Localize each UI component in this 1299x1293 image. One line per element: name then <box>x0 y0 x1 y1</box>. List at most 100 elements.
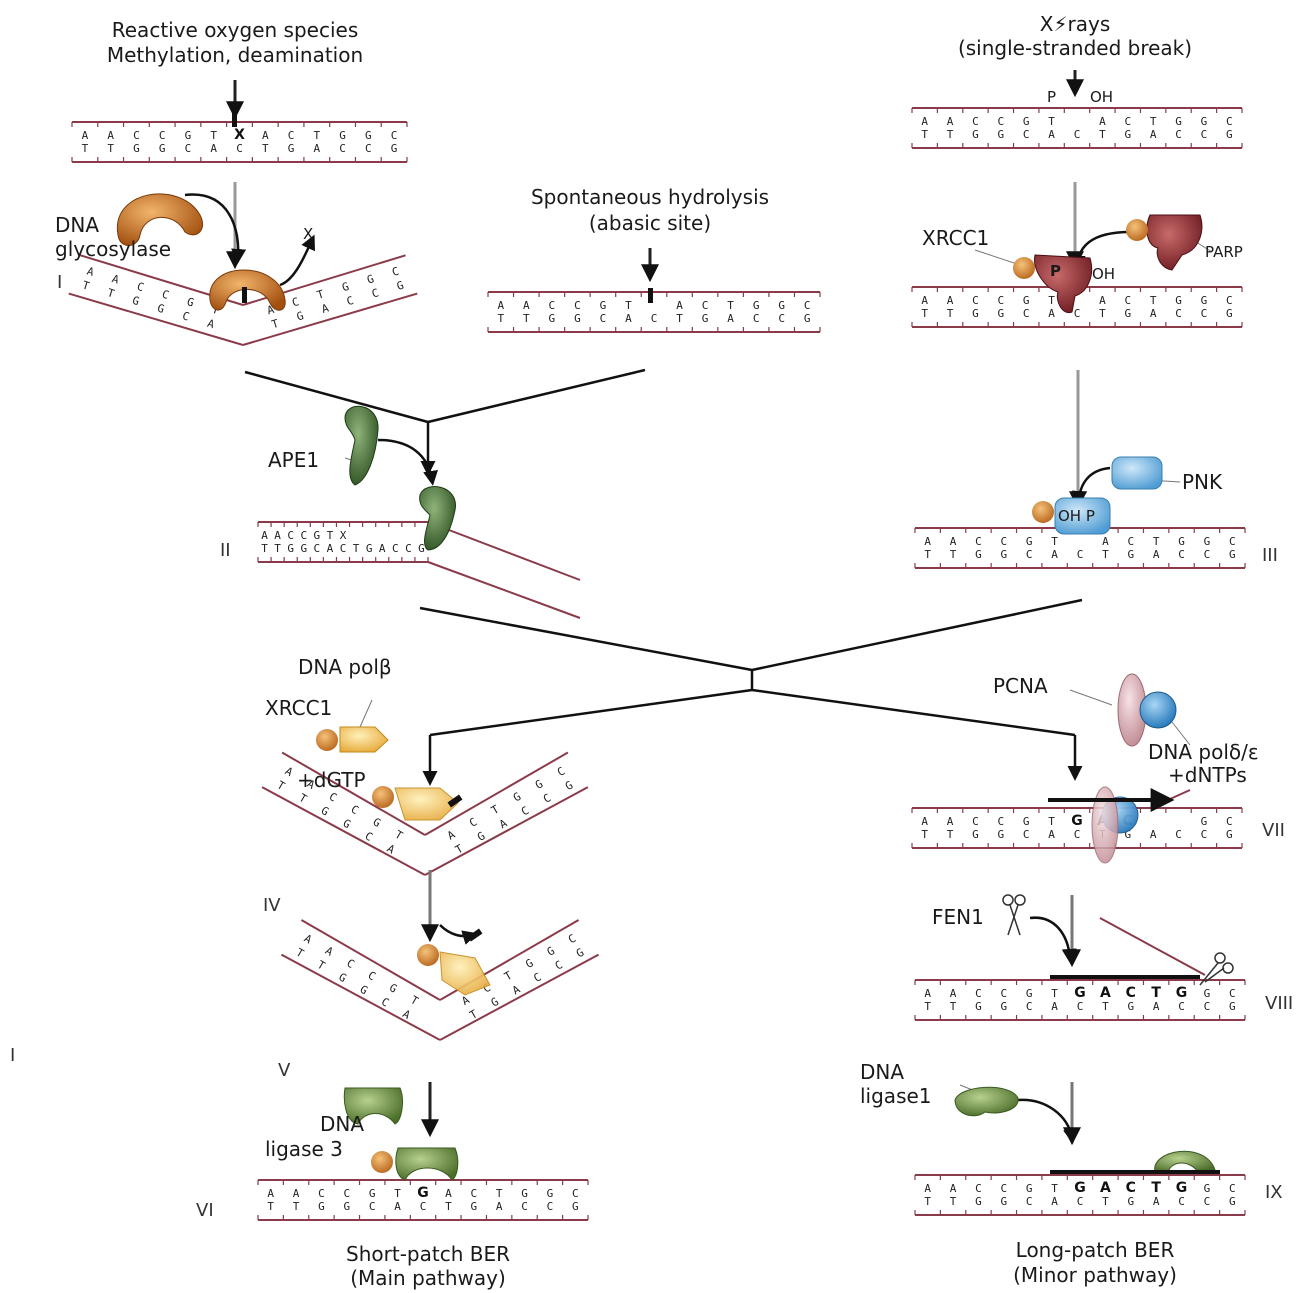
dna-base: A <box>921 115 928 128</box>
pol-delta-label: DNA polδ/ε <box>1148 740 1259 764</box>
dna-base: G <box>511 790 523 805</box>
dna-base: C <box>547 1200 554 1213</box>
dna-base: G <box>344 1200 351 1213</box>
fen1-label: FEN1 <box>932 905 984 929</box>
dna-base: A <box>379 542 386 555</box>
dna-base: C <box>521 1200 528 1213</box>
polb-label: DNA polβ <box>298 655 392 679</box>
dna-base: C <box>702 299 709 312</box>
dna-base: C <box>185 142 192 155</box>
dna-base: G <box>340 280 350 294</box>
dna-base: A <box>320 301 330 315</box>
dna-base: G <box>1071 813 1083 829</box>
dna-base: C <box>553 958 565 973</box>
dna-base: T <box>1102 548 1109 561</box>
dna-base: C <box>531 970 543 985</box>
dna-base: A <box>1100 985 1111 1001</box>
dna-base: G <box>1226 307 1233 320</box>
oh-p-label: OH P <box>1058 507 1095 525</box>
dna-base: G <box>365 272 375 286</box>
ligase1-enzyme <box>954 1086 1019 1117</box>
dna-base: G <box>998 828 1005 841</box>
dna-base: A <box>921 815 928 828</box>
dna-base: C <box>391 129 398 142</box>
dna-base: C <box>1229 1182 1236 1195</box>
dna-base: G <box>391 142 398 155</box>
step-label-iv: IV <box>263 895 281 916</box>
dna-base: G <box>300 542 307 555</box>
dna-base: T <box>924 1195 931 1208</box>
pathway-lines <box>244 368 1083 786</box>
dna-base: A <box>262 129 269 142</box>
dna-base: C <box>1201 128 1208 141</box>
dna-base: C <box>1074 307 1081 320</box>
dna-base: T <box>270 317 280 331</box>
dna-base: C <box>1124 115 1131 128</box>
pnk-label: PNK <box>1182 470 1223 494</box>
glycosylase-enzyme <box>116 193 204 246</box>
glycosylase-label-2: glycosylase <box>55 237 172 261</box>
dna-base: G <box>318 1200 325 1213</box>
methylation-label: Methylation, deamination <box>106 43 364 67</box>
dna-base: G <box>1229 548 1236 561</box>
dna-base: G <box>185 295 195 309</box>
dna-base: G <box>972 307 979 320</box>
polb-bound-v <box>439 951 491 996</box>
xrcc1-ball-iv <box>372 786 394 808</box>
dna-base: A <box>107 129 114 142</box>
dna-base: G <box>1201 115 1208 128</box>
dna-base: A <box>327 542 334 555</box>
dna-base: T <box>262 142 269 155</box>
dna-base: C <box>290 295 300 309</box>
dna-base: A <box>210 142 217 155</box>
dna-base: T <box>921 828 928 841</box>
dna-base: T <box>394 1187 401 1200</box>
dna-base: G <box>1226 828 1233 841</box>
dna-base: A <box>1051 1000 1058 1013</box>
dna-base: C <box>753 312 760 325</box>
ligase1-label-2: ligase1 <box>860 1084 932 1108</box>
pnk-enzyme <box>1111 456 1163 490</box>
dna-base: G <box>336 970 348 985</box>
ligase1-bound <box>1154 1150 1216 1173</box>
dna-base: C <box>318 1187 325 1200</box>
removed-base-label: X <box>303 225 314 243</box>
dna-base: G <box>1204 987 1211 1000</box>
dna-base: A <box>459 993 472 1008</box>
dna-base: C <box>344 1187 351 1200</box>
dna-base: T <box>523 312 530 325</box>
dna-base: T <box>81 279 91 293</box>
dna-base: C <box>541 791 553 806</box>
dna-base: C <box>1074 828 1081 841</box>
dna-base: T <box>267 1200 274 1213</box>
short-patch-title: Short-patch BER <box>346 1242 510 1266</box>
dna-base: G <box>533 777 545 792</box>
ligase3-enzyme <box>343 1087 403 1125</box>
dna-base: T <box>274 542 281 555</box>
dna-base: C <box>555 765 567 780</box>
dna-base: T <box>947 128 954 141</box>
step-label-iii: III <box>1262 545 1278 566</box>
dna-base: A <box>921 294 928 307</box>
dna-base: C <box>1201 307 1208 320</box>
dna-base: C <box>1178 548 1185 561</box>
dna-base: C <box>236 142 243 155</box>
parp-bound <box>1034 254 1093 314</box>
dna-base: A <box>496 1200 503 1213</box>
dna-base: A <box>445 828 458 843</box>
dna-base: G <box>1026 1182 1033 1195</box>
dna-base: T <box>1099 307 1106 320</box>
dna-base: G <box>972 828 979 841</box>
dna-base: C <box>572 1187 579 1200</box>
dna-base: C <box>1126 985 1136 1001</box>
dna-base: C <box>392 542 399 555</box>
dna-base: G <box>395 279 405 293</box>
dna-base: A <box>523 299 530 312</box>
xrcc1-low-label: XRCC1 <box>265 696 333 720</box>
dna-base: A <box>1153 548 1160 561</box>
dna-backbone <box>439 953 600 1041</box>
polb-enzyme <box>339 726 389 753</box>
dna-base: C <box>1226 294 1233 307</box>
dna-base: T <box>315 958 328 973</box>
